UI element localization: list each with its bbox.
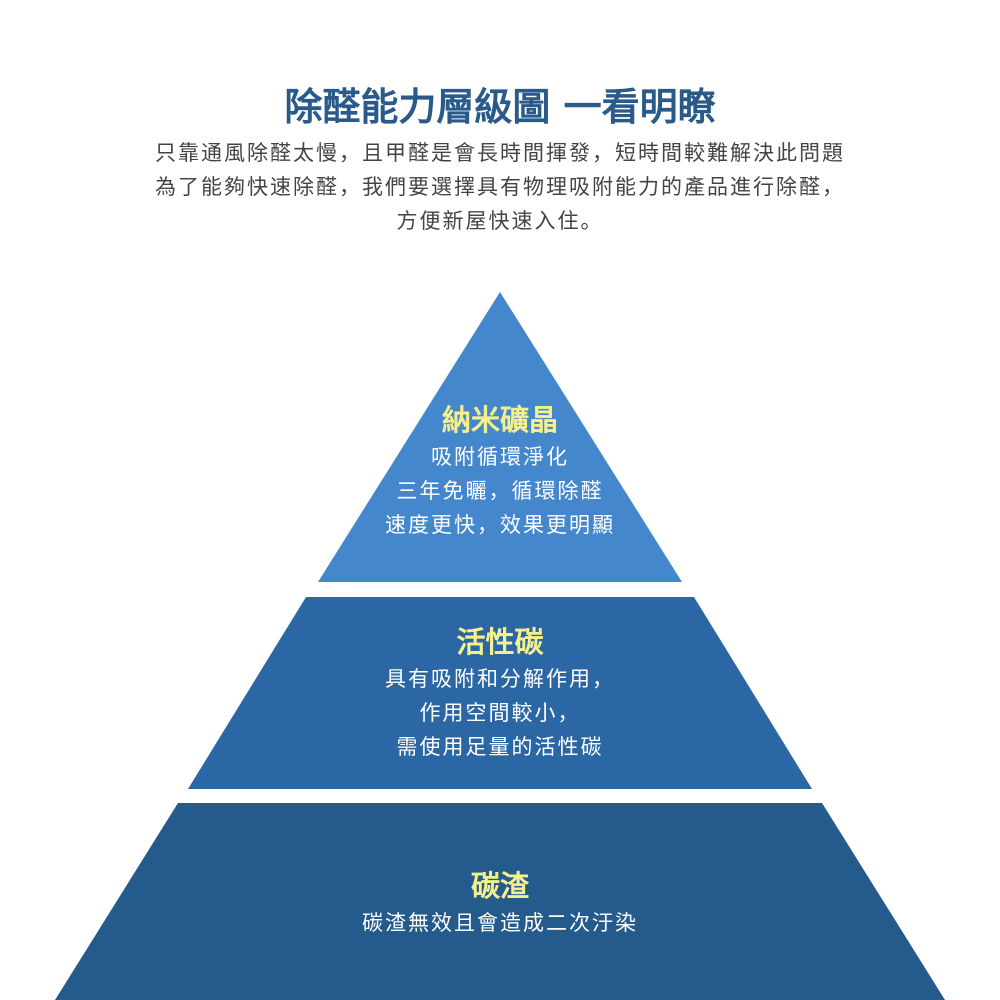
tier-line: 作用空間較小， (419, 701, 581, 725)
tier-line: 吸附循環淨化 (431, 445, 569, 469)
pyramid-tier-middle (188, 597, 812, 789)
intro-line: 方便新屋快速入住。 (396, 209, 604, 233)
pyramid-tier-bottom (55, 803, 945, 1000)
tier-line: 需使用足量的活性碳 (396, 735, 604, 759)
tier-line: 速度更快，效果更明顯 (385, 513, 615, 537)
intro-line: 為了能夠快速除醛，我們要選擇具有物理吸附能力的產品進行除醛， (155, 175, 845, 199)
tier-activated-carbon: 活性碳 具有吸附和分解作用， 作用空間較小， 需使用足量的活性碳 (0, 622, 1000, 764)
tier-carbon-residue: 碳渣 碳渣無效且會造成二次汙染 (0, 866, 1000, 940)
page-title: 除醛能力層級圖 一看明瞭 (284, 85, 716, 129)
pyramid-tier-top (318, 292, 682, 582)
tier-line: 碳渣無效且會造成二次汙染 (362, 911, 638, 935)
intro-line: 只靠通風除醛太慢，且甲醛是會長時間揮發，短時間較難解決此問題 (155, 141, 845, 165)
tier-heading: 活性碳 (456, 625, 544, 659)
tier-line: 具有吸附和分解作用， (385, 667, 615, 691)
tier-heading: 碳渣 (470, 869, 529, 903)
tier-heading: 納米礦晶 (441, 403, 558, 437)
intro-text: 只靠通風除醛太慢，且甲醛是會長時間揮發，短時間較難解決此問題 為了能夠快速除醛，… (0, 136, 1000, 238)
tier-nano-crystal: 納米礦晶 吸附循環淨化 三年免曬，循環除醛 速度更快，效果更明顯 (0, 400, 1000, 542)
tier-line: 三年免曬，循環除醛 (396, 479, 604, 503)
